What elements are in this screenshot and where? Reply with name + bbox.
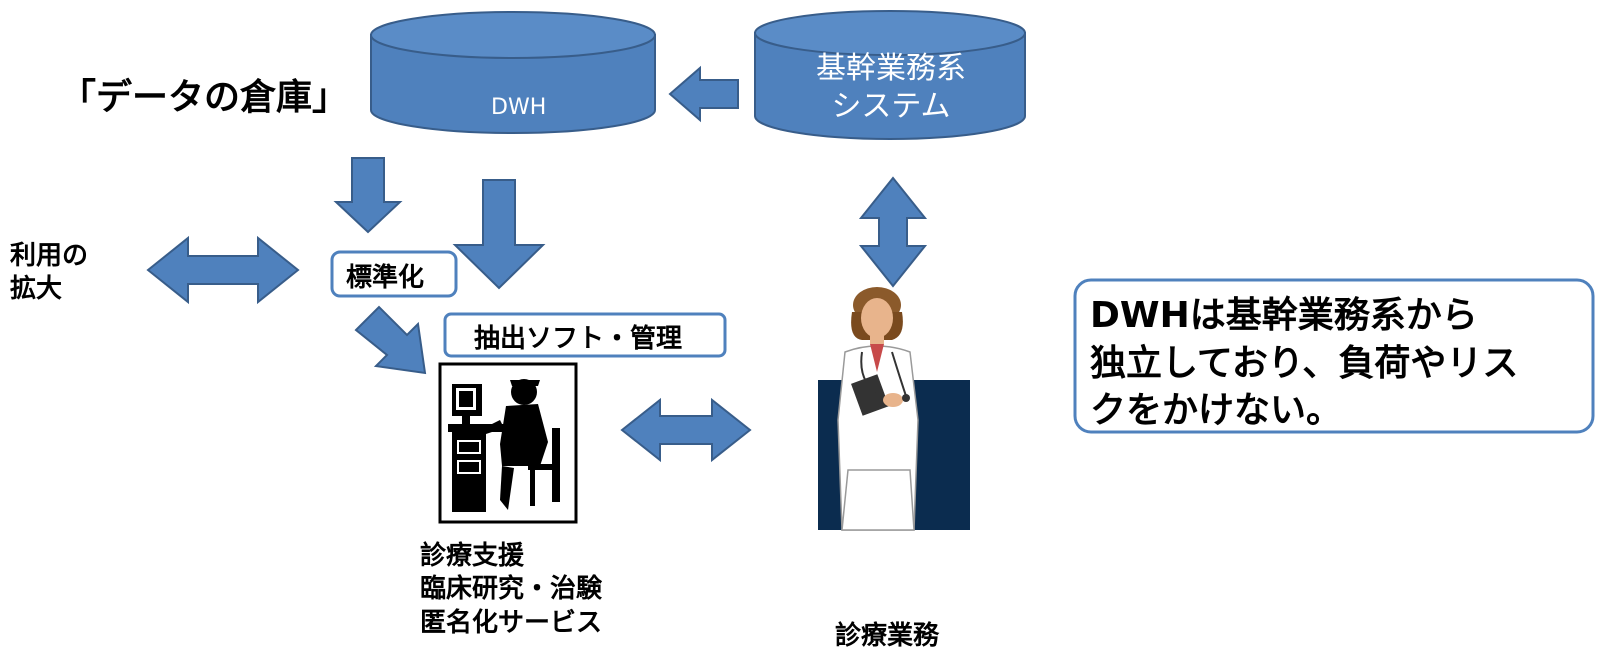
- core-system-database-icon: [754, 10, 1026, 140]
- arrow-researcher-doctor: [620, 397, 752, 463]
- core-system-line2: システム: [831, 89, 951, 125]
- note-line3: クをかけない。: [1090, 390, 1343, 432]
- standardize-label: 標準化: [346, 263, 425, 293]
- researcher-services-label: 診療支援 臨床研究・治験 匿名化サービス: [420, 540, 602, 640]
- researcher-services-line1: 診療支援: [420, 541, 525, 571]
- dwh-label: DWH: [491, 95, 547, 120]
- expand-use-line1: 利用の: [10, 241, 89, 271]
- dwh-database-icon: [370, 11, 656, 134]
- clinical-work-label: 診療業務: [835, 621, 940, 651]
- title-label: 「データの倉庫」: [60, 77, 349, 118]
- extract-label: 抽出ソフト・管理: [474, 324, 683, 354]
- arrow-core-to-dwh: [668, 65, 739, 123]
- researcher-services-line3: 匿名化サービス: [420, 607, 603, 638]
- doctor-icon: [818, 287, 970, 531]
- note-line2: 独立しており、負荷やリス: [1090, 342, 1519, 384]
- researcher-at-computer-icon: [438, 362, 578, 524]
- arrow-expand-use: [146, 235, 300, 305]
- note-line1: DWHは基幹業務系から: [1090, 295, 1478, 336]
- extract-box: [443, 312, 727, 358]
- expand-use-label: 利用の 拡大: [10, 240, 88, 307]
- note-box: [1073, 278, 1595, 434]
- arrow-standardize-to-researcher: [354, 305, 427, 375]
- standardize-box: [330, 250, 458, 298]
- expand-use-line2: 拡大: [10, 274, 63, 305]
- core-system-label: 基幹業務系 システム: [806, 50, 976, 127]
- note-text: DWHは基幹業務系から 独立しており、負荷やリス クをかけない。: [1090, 292, 1518, 435]
- arrow-dwh-to-standardize: [333, 157, 403, 234]
- core-system-line1: 基幹業務系: [816, 51, 966, 86]
- researcher-services-line2: 臨床研究・治験: [420, 574, 603, 605]
- arrow-core-clinical: [858, 176, 928, 288]
- arrow-dwh-to-extract: [452, 179, 546, 290]
